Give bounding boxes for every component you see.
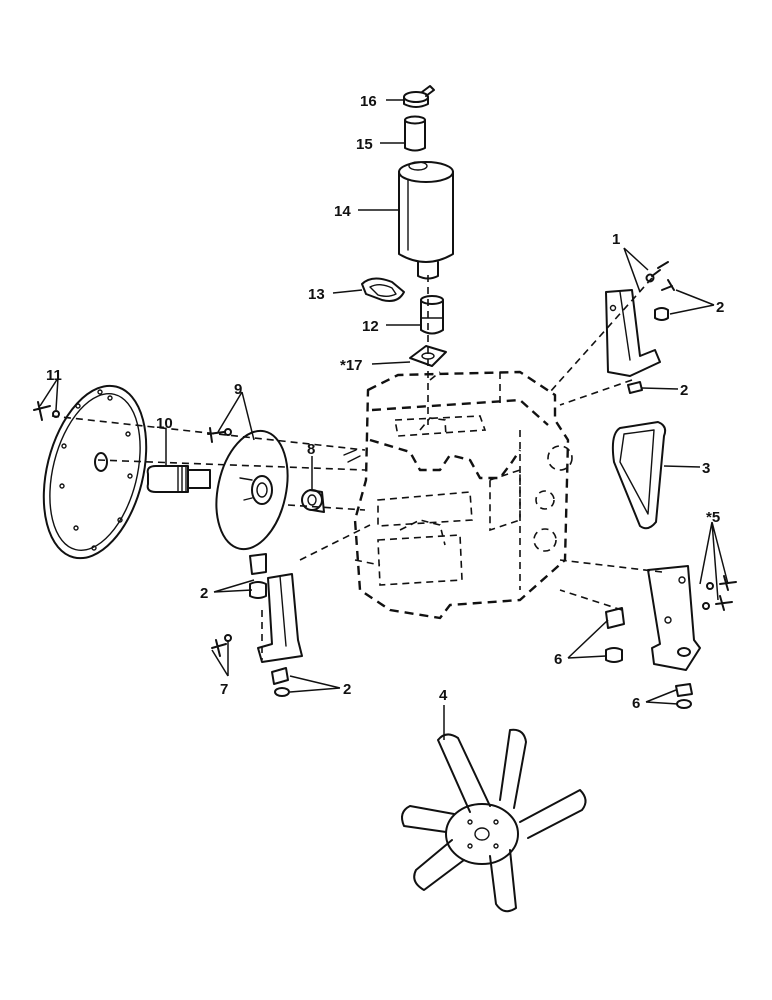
engine-block-phantom [343,370,573,620]
part-15-nipple [404,115,426,152]
callout-16: 16 [360,93,377,110]
assembly-centerlines [51,275,663,660]
callout-2-front-lower: 2 [343,681,351,698]
part-9-clutch-disc [207,427,289,551]
callout-3: 3 [702,460,710,477]
callout-10: 10 [156,415,173,432]
callout-8: 8 [307,441,315,458]
callout-1: 1 [612,231,620,248]
callout-6-upper: 6 [554,651,562,668]
part-14-air-cleaner [398,161,454,280]
callout-13: 13 [308,286,325,303]
callout-9: 9 [234,381,242,398]
callout-labels: 16 15 14 13 12 *17 1 2 2 3 11 9 10 8 2 7… [46,93,724,712]
part-7-front-mount-bracket [211,553,303,697]
part-10-drive-shaft [146,465,211,493]
part-13-gasket [361,277,405,302]
callout-4: 4 [439,687,448,704]
callout-2-front-left: 2 [200,585,208,602]
part-17-gasket [409,345,447,367]
part-8-pilot-bearing [301,489,325,513]
callout-12: 12 [362,318,379,335]
part-4-fan [401,728,587,913]
part-12-nipple [420,295,444,335]
callout-2-rear-bottom: 2 [680,382,688,399]
part-11-flywheel [33,384,148,560]
leader-lines [39,99,729,740]
callout-2-rear-top: 2 [716,299,724,316]
part-3-belt [611,421,667,530]
callout-11: 11 [46,367,62,384]
callout-15: 15 [356,136,373,153]
part-16-cap [403,85,435,108]
callout-5: *5 [706,509,720,526]
callout-6-lower: 6 [632,695,640,712]
callout-17: *17 [340,357,363,374]
callout-14: 14 [334,203,351,220]
callout-7: 7 [220,681,228,698]
part-1-rear-mount-bracket [605,261,675,394]
